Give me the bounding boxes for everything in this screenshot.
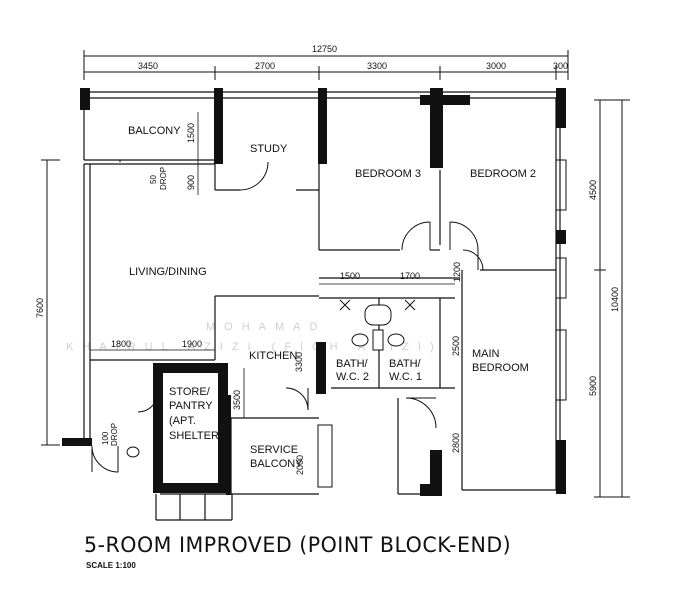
right-dimensions	[594, 99, 630, 498]
dim-right-5900: 5900	[588, 376, 598, 396]
dim-right-4500: 4500	[588, 180, 598, 200]
room-living-dining: LIVING/DINING	[129, 266, 207, 278]
top-dimensions	[83, 50, 569, 80]
bath-fixtures	[126, 299, 416, 458]
dim-top-3: 3300	[367, 61, 387, 71]
room-bath-wc1-line2: W.C. 1	[389, 371, 422, 383]
dim-top-1: 3450	[138, 61, 158, 71]
dim-top-4: 3000	[486, 61, 506, 71]
dim-top-2: 2700	[255, 61, 275, 71]
dim-2500: 2500	[451, 336, 461, 356]
room-store-line3: (APT.	[169, 415, 196, 427]
store-shelter-wall	[153, 363, 228, 493]
dim-balcony-1500: 1500	[186, 123, 196, 143]
plan-scale: SCALE 1:100	[86, 561, 136, 570]
dim-2800: 2800	[451, 433, 461, 453]
drop-50-label: DROP	[159, 167, 168, 190]
room-bath-wc2-line1: BATH/	[336, 358, 369, 370]
interior-dimension-lines	[90, 112, 455, 418]
room-bath-wc1-line1: BATH/	[389, 358, 422, 370]
room-main-bedroom-line2: BEDROOM	[472, 362, 529, 374]
dim-1200: 1200	[452, 262, 462, 282]
windows-right	[317, 159, 567, 488]
dim-store-3500: 3500	[232, 390, 242, 410]
room-bedroom-3: BEDROOM 3	[355, 168, 421, 180]
room-service-balcony-line2: BALCONY	[250, 458, 303, 470]
room-store-line4: SHELTER)	[169, 430, 223, 442]
dim-kitchen-3300: 3300	[294, 352, 304, 372]
dim-left-total: 7600	[35, 298, 45, 318]
watermark-line-1: MOHAMAD	[206, 321, 326, 333]
partition-walls	[83, 91, 561, 521]
room-study: STUDY	[250, 143, 288, 155]
room-bedroom-2: BEDROOM 2	[470, 168, 536, 180]
dim-bath-1500: 1500	[340, 271, 360, 281]
room-service-balcony-line1: SERVICE	[250, 444, 298, 456]
dim-bath-1700: 1700	[400, 271, 420, 281]
dim-living-1800: 1800	[111, 339, 131, 349]
plan-title: 5-ROOM IMPROVED (POINT BLOCK-END)	[84, 533, 512, 557]
interior-dimension-labels: 1500 900 50 DROP 1500 1700 1200 2500 280…	[101, 123, 462, 475]
room-main-bedroom-line1: MAIN	[472, 348, 500, 360]
dim-service-2000: 2000	[295, 455, 305, 475]
structural-walls	[62, 88, 566, 496]
left-dimension	[41, 159, 60, 446]
door-swings	[91, 161, 484, 473]
dim-top-5: 300	[553, 61, 568, 71]
room-store-line1: STORE/	[169, 386, 211, 398]
room-kitchen: KITCHEN	[249, 350, 297, 362]
dim-right-total: 10400	[610, 287, 620, 312]
dim-overall-width: 12750	[312, 44, 337, 54]
drop-100-label: DROP	[110, 423, 119, 446]
room-labels: BALCONY STUDY BEDROOM 3 BEDROOM 2 LIVING…	[128, 125, 536, 470]
drop-100-value: 100	[101, 431, 110, 445]
room-bath-wc2-line2: W.C. 2	[336, 371, 369, 383]
dim-living-1900: 1900	[182, 339, 202, 349]
drop-50-value: 50	[149, 175, 158, 184]
dim-study-900: 900	[186, 175, 196, 190]
room-balcony: BALCONY	[128, 125, 181, 137]
room-store-line2: PANTRY	[169, 400, 213, 412]
